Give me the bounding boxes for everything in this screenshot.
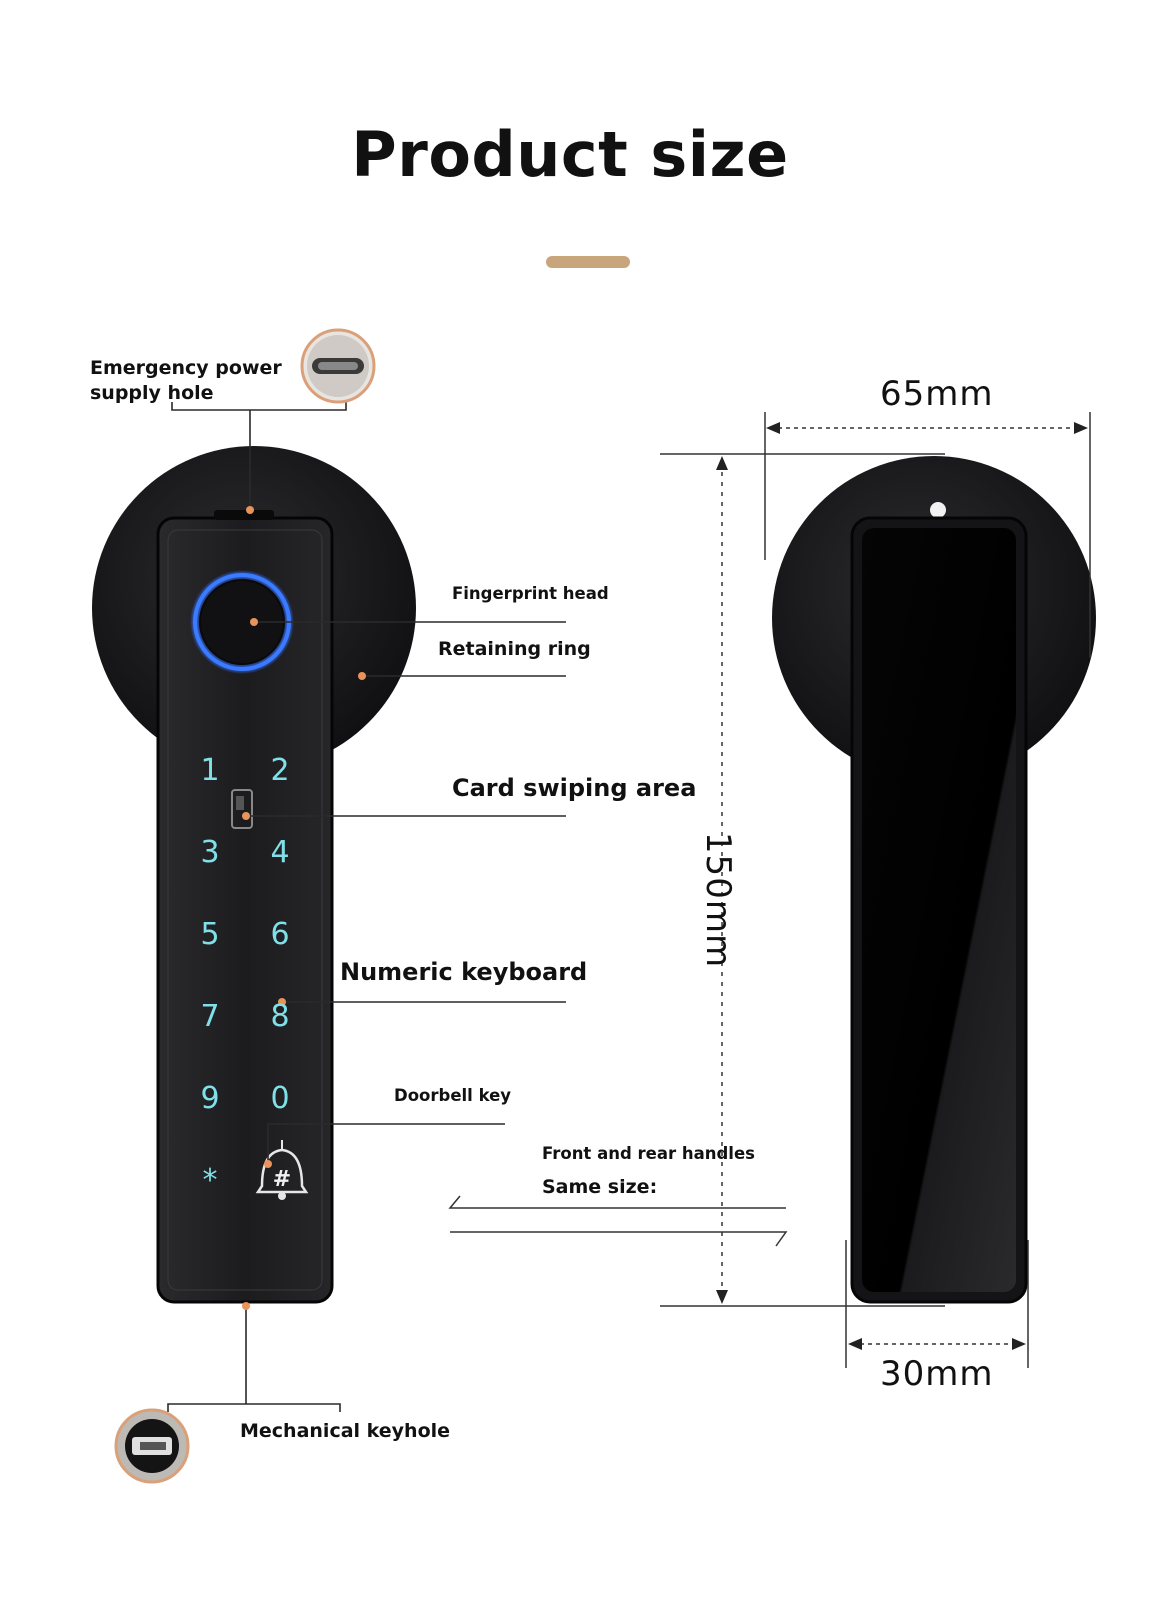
label-mechanical-keyhole: Mechanical keyhole bbox=[240, 1420, 451, 1442]
keypad-key-2: 2 bbox=[270, 753, 289, 788]
dimension-depth-label: 30mm bbox=[880, 1354, 994, 1394]
label-handles-line1: Front and rear handles bbox=[542, 1144, 755, 1163]
keypad-key-3: 3 bbox=[200, 835, 219, 870]
label-retaining-ring: Retaining ring bbox=[438, 638, 591, 660]
keypad-key-8: 8 bbox=[270, 999, 289, 1034]
keypad-key-hash: # bbox=[273, 1167, 291, 1192]
label-emergency-power: Emergency power supply hole bbox=[90, 357, 282, 404]
keypad: 1 2 3 4 5 6 7 8 9 0 * # bbox=[200, 753, 291, 1198]
label-doorbell-key: Doorbell key bbox=[394, 1086, 512, 1105]
keypad-key-7: 7 bbox=[200, 999, 219, 1034]
usb-c-port-icon bbox=[300, 328, 376, 404]
label-fingerprint-head: Fingerprint head bbox=[452, 584, 609, 603]
keypad-key-star: * bbox=[203, 1163, 218, 1198]
side-glass-panel bbox=[862, 528, 1016, 1292]
dimension-height-label: 150mm bbox=[698, 831, 739, 969]
keypad-key-4: 4 bbox=[270, 835, 289, 870]
label-numeric-keyboard: Numeric keyboard bbox=[340, 958, 588, 986]
dimension-arrowheads bbox=[716, 422, 1088, 1350]
label-handles-line2: Same size: bbox=[542, 1176, 658, 1198]
leader-dots bbox=[242, 506, 366, 1310]
keypad-key-9: 9 bbox=[200, 1081, 219, 1116]
keypad-key-1: 1 bbox=[200, 753, 219, 788]
dimension-width-label: 65mm bbox=[880, 374, 994, 414]
title-accent-bar bbox=[546, 256, 630, 268]
dimension-lines bbox=[448, 412, 1091, 1368]
keypad-key-0: 0 bbox=[270, 1081, 289, 1116]
keypad-key-6: 6 bbox=[270, 917, 289, 952]
card-reader-icon bbox=[231, 789, 253, 829]
keypad-key-5: 5 bbox=[200, 917, 219, 952]
front-leader-lines bbox=[167, 402, 566, 1412]
page-title: Product size bbox=[351, 118, 789, 191]
keyhole-icon bbox=[114, 1408, 190, 1484]
label-card-swiping-area: Card swiping area bbox=[452, 774, 697, 802]
